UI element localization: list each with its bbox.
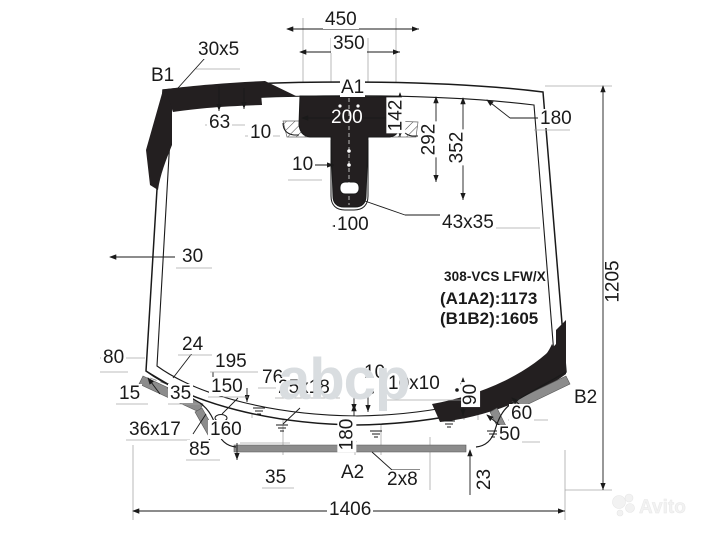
- dim-bracket-slot: 43x35: [440, 212, 496, 233]
- dim-top-band-63: 63: [207, 112, 233, 133]
- dim-top-band-30x5: 30x5: [196, 39, 242, 60]
- point-b2: B2: [573, 387, 599, 408]
- abcp-watermark: abcp: [278, 347, 410, 412]
- dim-right-top-180: 180: [538, 108, 574, 129]
- dim-bottom-23: 23: [474, 466, 496, 493]
- dim-bracket-bottom-width: 100: [335, 214, 371, 235]
- avito-watermark: Avito: [610, 490, 710, 524]
- dim-bracket-width: 200: [331, 107, 363, 128]
- dim-left-15: 15: [117, 383, 143, 404]
- dim-bracket-edge-10: 10: [290, 154, 316, 175]
- ceramic-band-left-edge: [146, 89, 172, 190]
- dim-bracket-352: 352: [446, 129, 468, 166]
- dim-bottom-195: 195: [213, 351, 249, 372]
- dim-right-60: 60: [509, 403, 535, 424]
- dim-right-90: 90: [460, 381, 482, 408]
- dim-left-36x17: 36x17: [127, 419, 183, 440]
- dim-overall-height: 1205: [602, 258, 624, 305]
- chord-b1b2: (B1B2):1605: [440, 309, 539, 328]
- dim-top-band-10: 10: [248, 122, 274, 143]
- dim-overall-width: 1406: [327, 499, 374, 520]
- dim-bracket-292: 292: [418, 121, 440, 158]
- dim-bottom-180: 180: [336, 416, 358, 453]
- ceramic-band-top-left-2: [166, 82, 262, 112]
- dim-left-edge-30: 30: [180, 246, 206, 267]
- dim-top-overall: 450: [323, 9, 359, 30]
- point-a1: A1: [340, 77, 366, 98]
- point-b1: B1: [150, 65, 176, 86]
- dim-bottom-25x18: 25x18: [276, 377, 332, 398]
- dim-bottom-35: 35: [263, 467, 289, 488]
- dim-left-160: 160: [208, 419, 244, 440]
- point-a2: A2: [340, 462, 366, 483]
- dim-left-35: 35: [168, 383, 194, 404]
- part-number: 308-VCS LFW/X: [444, 269, 546, 284]
- avito-wordmark: Avito: [639, 497, 686, 518]
- dim-left-85: 85: [187, 439, 213, 460]
- dim-top-inner: 350: [331, 33, 367, 54]
- dim-left-150: 150: [209, 376, 245, 397]
- dim-right-50: 50: [497, 424, 523, 445]
- dim-bottom-2x8: 2x8: [385, 469, 420, 490]
- dim-left-edge-80: 80: [101, 347, 127, 368]
- dim-bracket-offset-142: 142: [385, 97, 407, 134]
- dim-left-edge-24: 24: [180, 334, 206, 355]
- chord-a1a2: (A1A2):1173: [440, 289, 538, 308]
- dim-bottom-10x10: 10x10: [386, 373, 442, 394]
- clip-symbols: [214, 388, 499, 438]
- dim-bottom-10: 10: [362, 362, 388, 383]
